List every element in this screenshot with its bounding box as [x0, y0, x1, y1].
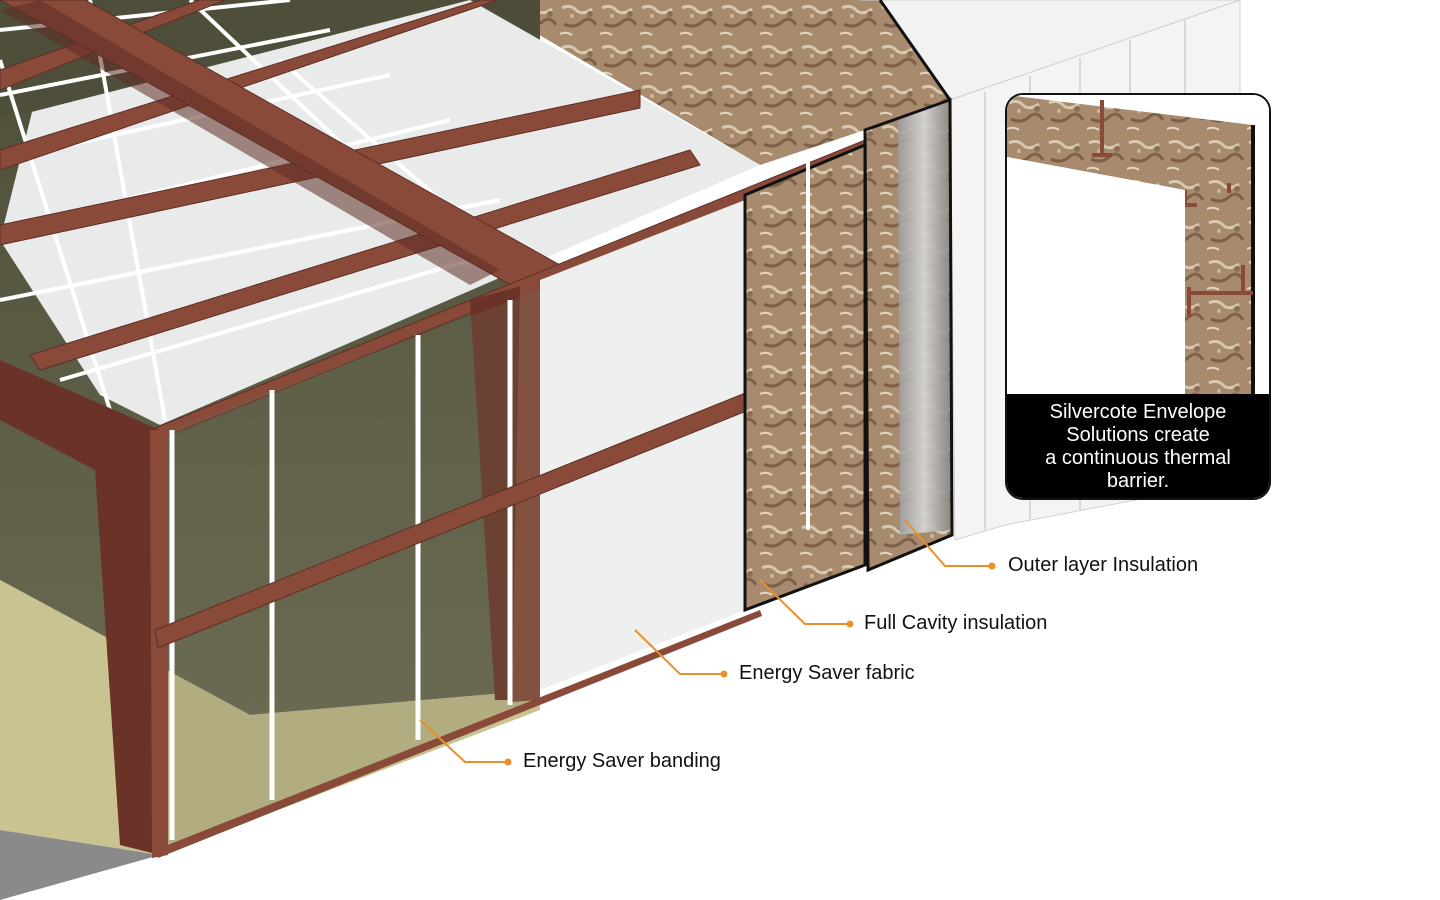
outer-layer-insulation-label: Outer layer Insulation — [1008, 554, 1199, 576]
leader-dots — [504, 562, 996, 766]
inset-caption-line: Solutions create — [1066, 424, 1210, 446]
inset-caption-line: barrier. — [1106, 470, 1170, 492]
inset-caption-line: a continuous thermal — [1045, 447, 1231, 469]
base-angle — [155, 610, 762, 858]
energy-saver-fabric-label: Energy Saver fabric — [739, 662, 915, 684]
outer-layer-insulation-block — [863, 97, 954, 573]
inset-cross-section — [1007, 95, 1269, 398]
inset-caption-line: Silvercote Envelope — [1049, 401, 1227, 423]
energy-saver-banding-label: Energy Saver banding — [523, 750, 721, 772]
inset-detail-box: Silvercote Envelope Solutions create a c… — [1005, 93, 1271, 500]
full-cavity-insulation-block — [743, 142, 867, 613]
full-cavity-insulation-label: Full Cavity insulation — [864, 612, 1048, 634]
leader-lines — [419, 519, 990, 763]
inset-caption: Silvercote Envelope Solutions create a c… — [1007, 394, 1269, 498]
roof-insulation-top — [480, 0, 1241, 165]
